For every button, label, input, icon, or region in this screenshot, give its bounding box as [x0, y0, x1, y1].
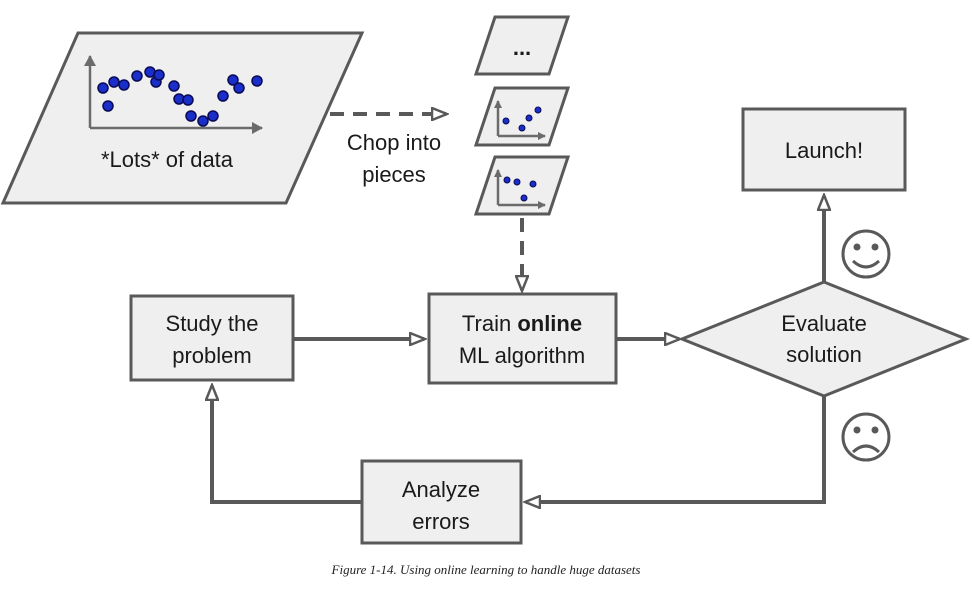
train-label-line2: ML algorithm	[459, 343, 585, 368]
data-source-label: *Lots* of data	[101, 147, 234, 172]
data-source-node: *Lots* of data	[0, 31, 365, 205]
evaluate-node: Evaluate solution	[677, 280, 971, 398]
figure-caption: Figure 1-14. Using online learning to ha…	[331, 562, 641, 577]
smiley-face-icon	[841, 229, 891, 279]
small-scatter-icon	[494, 169, 546, 209]
data-piece-top: ...	[473, 15, 571, 76]
analyze-label-line2: errors	[412, 509, 469, 534]
train-node: Train online ML algorithm	[427, 292, 618, 385]
data-piece-bottom	[473, 155, 571, 216]
small-scatter-icon	[494, 100, 546, 140]
frowning-face-icon	[841, 412, 891, 462]
launch-label: Launch!	[785, 138, 863, 163]
analyze-label-line1: Analyze	[402, 477, 480, 502]
evaluate-label-line1: Evaluate	[781, 311, 867, 336]
study-label-line2: problem	[172, 343, 251, 368]
data-piece-middle	[473, 86, 571, 147]
launch-node: Launch!	[741, 107, 907, 192]
scatter-plot-icon	[84, 55, 263, 134]
analyze-to-study-arrow	[212, 386, 362, 504]
train-label-line1: Train online	[462, 311, 582, 336]
chop-label-line1: Chop into	[347, 130, 441, 155]
chop-label-line2: pieces	[362, 162, 426, 187]
piece-ellipsis: ...	[513, 35, 531, 60]
study-problem-node: Study the problem	[129, 294, 295, 382]
data-parallelogram	[0, 31, 365, 205]
analyze-errors-node: Analyze errors	[360, 459, 523, 545]
study-label-line1: Study the	[166, 311, 259, 336]
evaluate-label-line2: solution	[786, 342, 862, 367]
evaluate-to-analyze-arrow	[526, 396, 826, 502]
